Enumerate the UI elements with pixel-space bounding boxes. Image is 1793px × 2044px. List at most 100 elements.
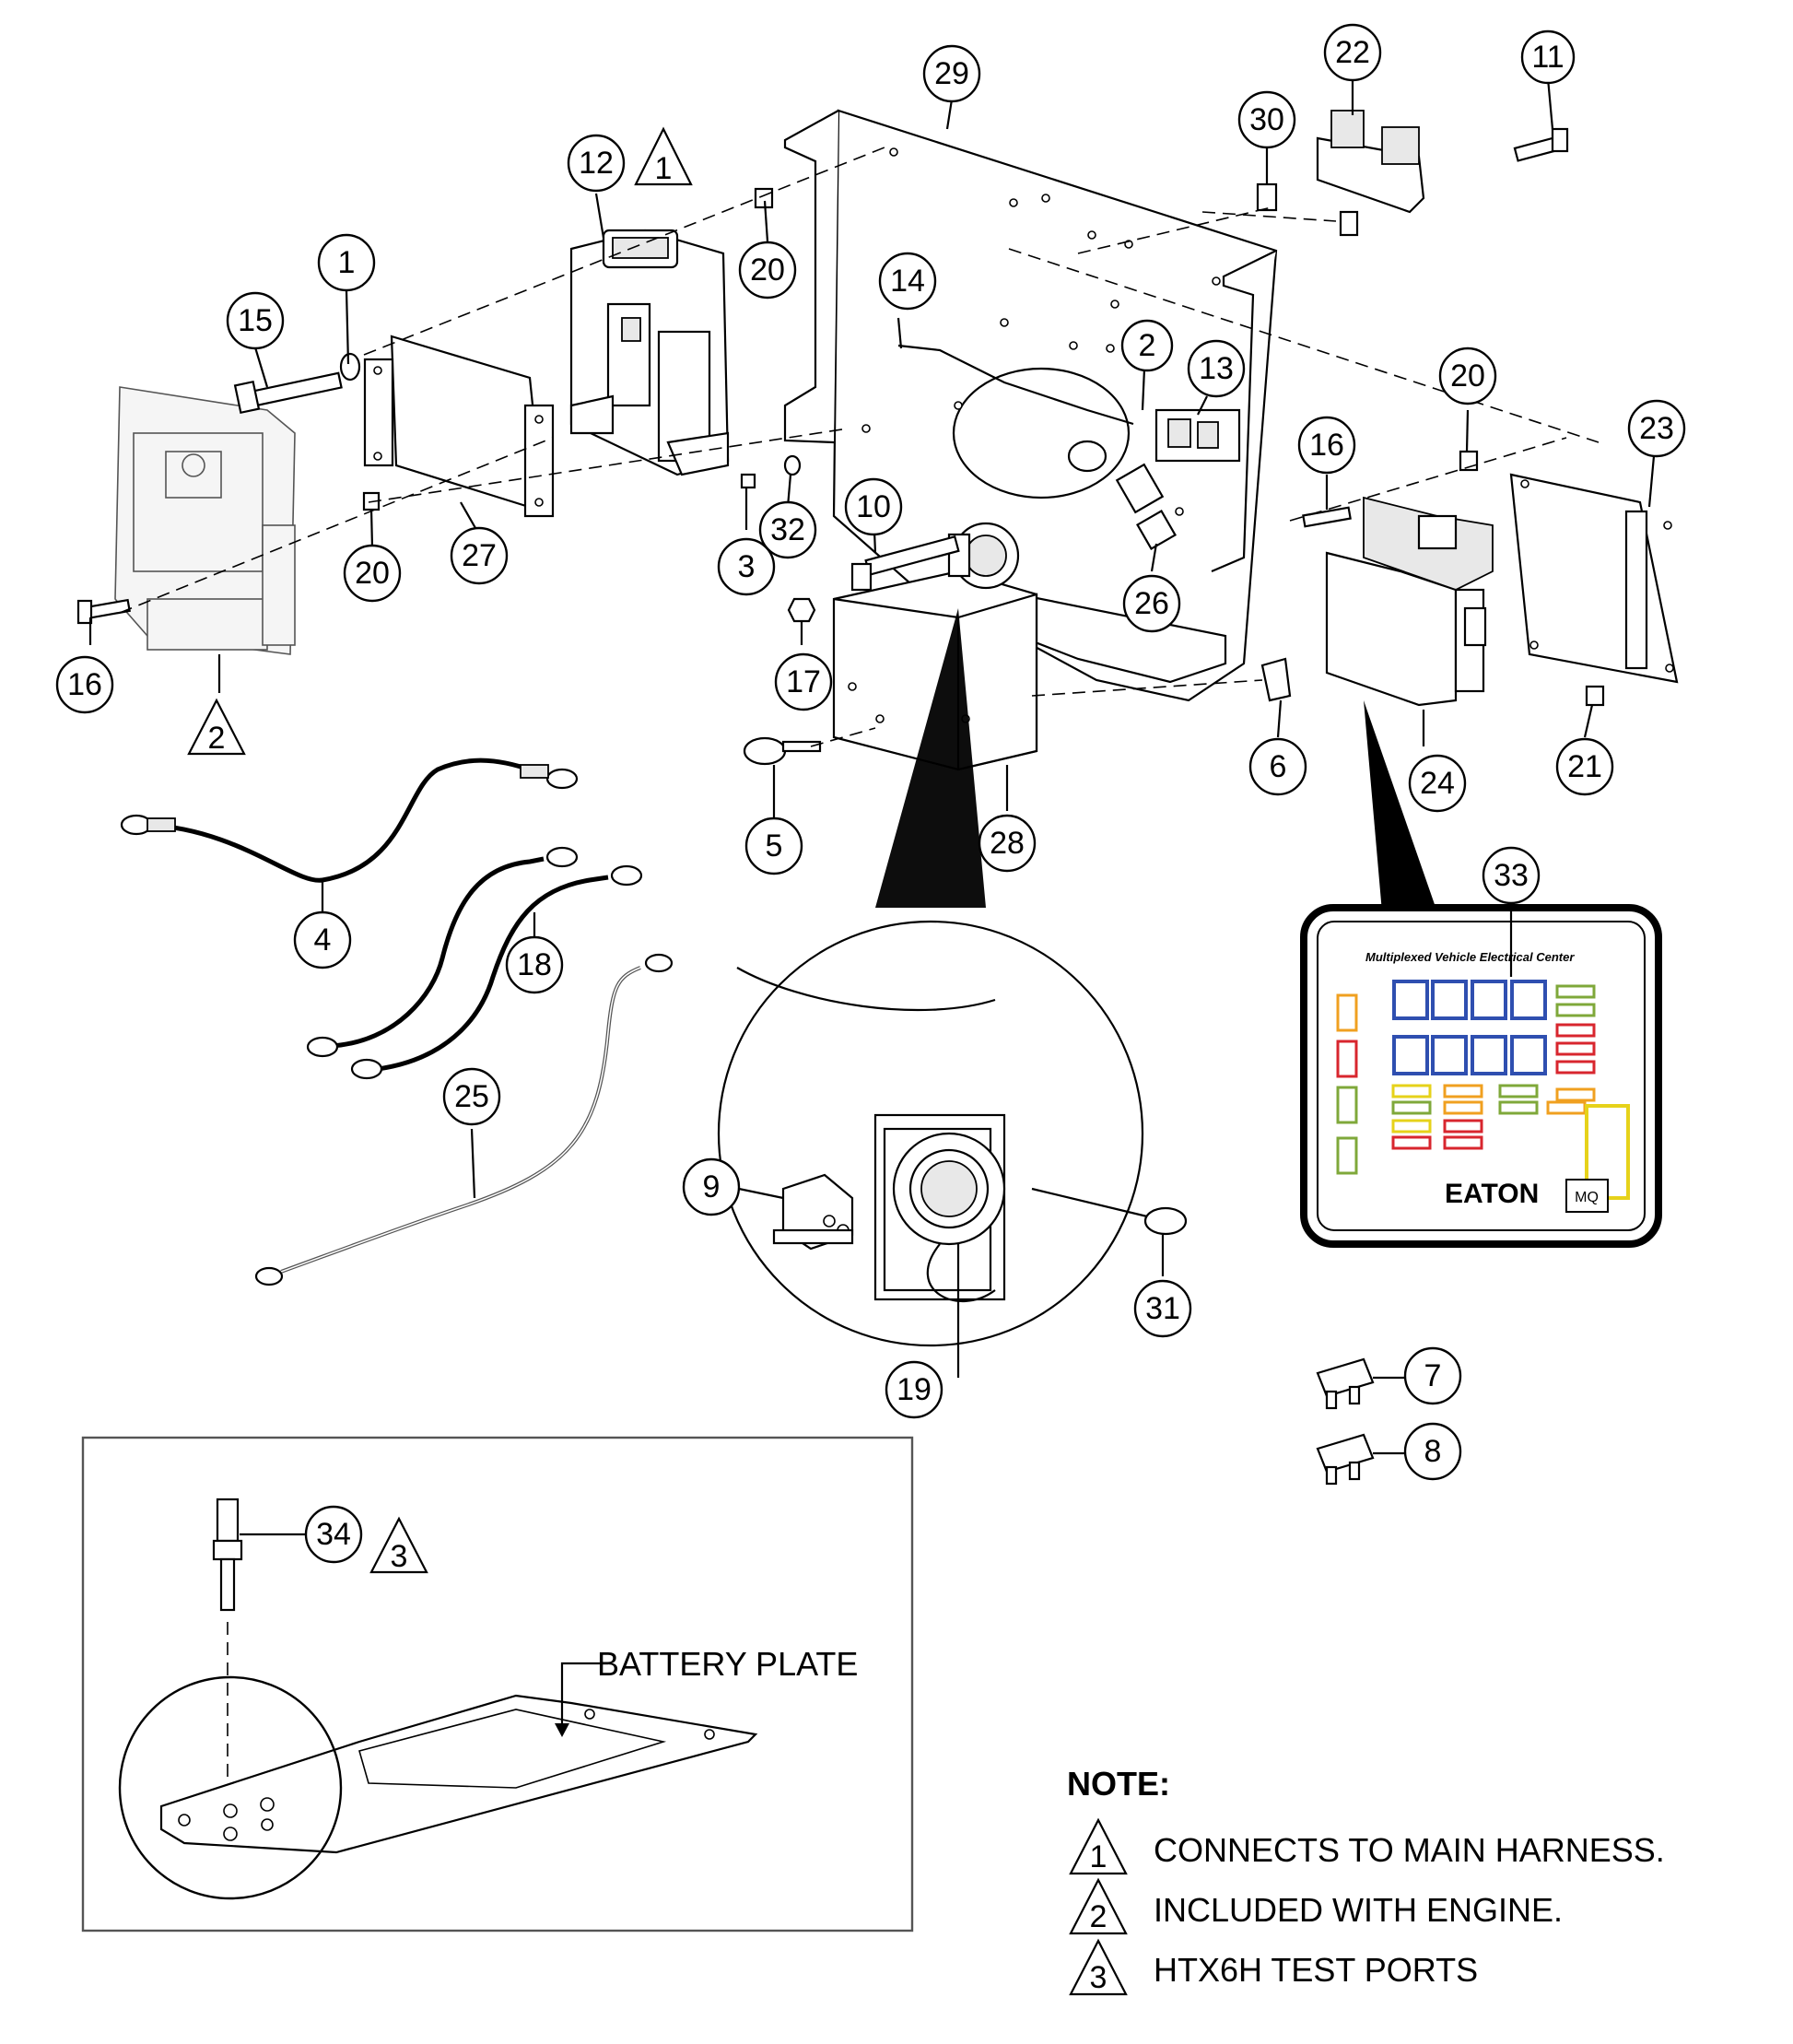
mvec-title: Multiplexed Vehicle Electrical Center bbox=[1365, 950, 1575, 964]
callout-14: 14 bbox=[878, 252, 937, 311]
callout-17-label: 17 bbox=[786, 664, 821, 699]
callout-34: 34 bbox=[304, 1505, 363, 1564]
callout-28: 28 bbox=[978, 814, 1037, 873]
callout-32: 32 bbox=[758, 500, 817, 559]
callout-6-label: 6 bbox=[1270, 749, 1287, 784]
callout-1-label: 1 bbox=[338, 245, 356, 280]
callout-16b-label: 16 bbox=[1309, 428, 1344, 463]
mvec-brand: EATON bbox=[1445, 1179, 1539, 1209]
callout-14-label: 14 bbox=[890, 264, 925, 299]
note-item-1: 1 CONNECTS TO MAIN HARNESS. bbox=[1069, 1817, 1665, 1875]
plate-23 bbox=[1509, 473, 1679, 684]
callout-5: 5 bbox=[744, 816, 803, 875]
callout-20b-label: 20 bbox=[355, 556, 390, 591]
callout-15: 15 bbox=[226, 291, 285, 350]
triangle-marker-2: 2 bbox=[187, 698, 246, 756]
callout-24-label: 24 bbox=[1420, 766, 1455, 801]
callout-2: 2 bbox=[1120, 319, 1174, 372]
battery-plate-inset: BATTERY PLATE bbox=[81, 1436, 914, 1932]
callout-7-label: 7 bbox=[1424, 1358, 1442, 1393]
note-item-3-mark: 3 bbox=[1090, 1960, 1107, 1995]
mvec-mq: MQ bbox=[1575, 1190, 1599, 1205]
callout-9-label: 9 bbox=[703, 1169, 721, 1204]
callout-25: 25 bbox=[442, 1067, 501, 1126]
callout-15-label: 15 bbox=[238, 303, 273, 338]
callout-28-label: 28 bbox=[990, 826, 1025, 861]
plate-27 bbox=[363, 335, 555, 518]
callout-20c: 20 bbox=[1438, 347, 1497, 405]
callout-23: 23 bbox=[1627, 399, 1686, 458]
ecu-12 bbox=[569, 229, 730, 476]
note-item-2: 2 INCLUDED WITH ENGINE. bbox=[1069, 1877, 1563, 1935]
callout-30-label: 30 bbox=[1249, 102, 1284, 137]
callout-20b: 20 bbox=[343, 544, 402, 603]
callout-25-label: 25 bbox=[454, 1079, 489, 1114]
cables bbox=[120, 758, 674, 1286]
callout-18-label: 18 bbox=[517, 947, 552, 982]
callout-27: 27 bbox=[450, 526, 509, 585]
callout-22: 22 bbox=[1323, 23, 1382, 82]
mvec-24 bbox=[1325, 496, 1494, 707]
callout-3-label: 3 bbox=[738, 549, 756, 584]
callout-22-label: 22 bbox=[1335, 35, 1370, 70]
callout-24: 24 bbox=[1408, 754, 1467, 813]
callout-12-label: 12 bbox=[579, 146, 614, 181]
callout-8-label: 8 bbox=[1424, 1434, 1442, 1469]
callout-19: 19 bbox=[885, 1360, 943, 1419]
callout-33: 33 bbox=[1482, 846, 1541, 905]
hardware bbox=[76, 127, 1605, 766]
note-item-1-mark: 1 bbox=[1090, 1839, 1107, 1874]
triangle-1-label: 1 bbox=[655, 151, 673, 186]
callout-19-label: 19 bbox=[896, 1372, 932, 1407]
note-item-3-text: HTX6H TEST PORTS bbox=[1154, 1951, 1478, 1989]
callout-16a-label: 16 bbox=[67, 667, 102, 702]
callout-26: 26 bbox=[1122, 574, 1181, 633]
callout-6: 6 bbox=[1248, 737, 1307, 796]
callout-10: 10 bbox=[844, 477, 903, 536]
relay-stud-26 bbox=[1067, 440, 1177, 550]
callout-4: 4 bbox=[293, 910, 352, 969]
callout-29: 29 bbox=[922, 44, 981, 103]
callout-9: 9 bbox=[682, 1157, 741, 1216]
triangle-3-label: 3 bbox=[391, 1539, 408, 1574]
triangle-marker-3: 3 bbox=[369, 1516, 428, 1574]
callout-16a: 16 bbox=[55, 655, 114, 714]
callout-20a-label: 20 bbox=[750, 253, 785, 288]
callout-20a: 20 bbox=[738, 241, 797, 300]
callout-32-label: 32 bbox=[770, 512, 805, 547]
callout-33-label: 33 bbox=[1494, 858, 1529, 893]
note-item-1-text: CONNECTS TO MAIN HARNESS. bbox=[1154, 1831, 1665, 1869]
triangle-2-label: 2 bbox=[208, 721, 226, 756]
note-block: NOTE: 1 CONNECTS TO MAIN HARNESS. 2 INCL… bbox=[1067, 1765, 1665, 1996]
callout-7: 7 bbox=[1403, 1346, 1462, 1405]
detail-view bbox=[717, 608, 1188, 1347]
callout-11-label: 11 bbox=[1531, 40, 1564, 75]
callout-13-label: 13 bbox=[1199, 351, 1234, 386]
callout-30: 30 bbox=[1237, 90, 1296, 149]
module-22 bbox=[1316, 110, 1425, 214]
callout-23-label: 23 bbox=[1639, 411, 1674, 446]
note-title: NOTE: bbox=[1067, 1765, 1170, 1803]
callout-20c-label: 20 bbox=[1450, 358, 1485, 394]
callout-11: 11 bbox=[1520, 29, 1576, 85]
callout-4-label: 4 bbox=[314, 922, 332, 957]
callout-21-label: 21 bbox=[1567, 749, 1602, 784]
leader-lines bbox=[88, 77, 1656, 1378]
callout-16b: 16 bbox=[1297, 416, 1356, 475]
callout-31: 31 bbox=[1133, 1279, 1192, 1338]
callout-13: 13 bbox=[1187, 339, 1246, 398]
callout-18: 18 bbox=[505, 935, 564, 994]
callout-34-label: 34 bbox=[316, 1517, 351, 1552]
engine-ecm bbox=[114, 386, 296, 655]
note-item-3: 3 HTX6H TEST PORTS bbox=[1069, 1938, 1478, 1996]
callout-31-label: 31 bbox=[1145, 1291, 1180, 1326]
callout-5-label: 5 bbox=[766, 828, 783, 863]
callout-10-label: 10 bbox=[856, 489, 891, 524]
callout-26-label: 26 bbox=[1134, 586, 1169, 621]
callout-2-label: 2 bbox=[1139, 328, 1156, 363]
callout-3: 3 bbox=[717, 537, 776, 596]
mvec-detail: Multiplexed Vehicle Electrical Center bbox=[1300, 700, 1662, 1248]
triangle-markers: 1 2 3 bbox=[187, 126, 693, 1574]
triangle-marker-1: 1 bbox=[634, 126, 693, 186]
